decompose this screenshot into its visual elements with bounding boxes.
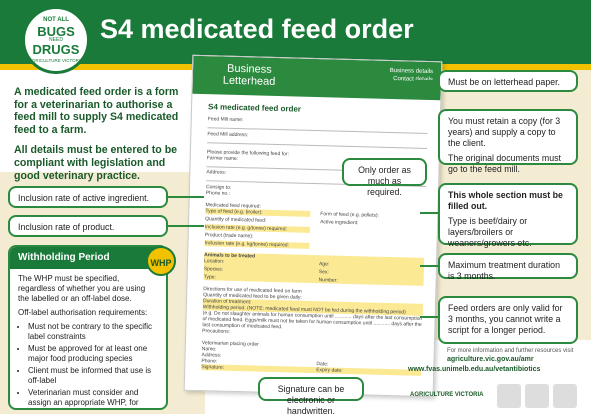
url-fvas[interactable]: www.fvas.unimelb.edu.au/vetantibiotics bbox=[408, 366, 541, 373]
field-inclusion-rate-2: Inclusion rate (e.g. kg/tonne) required: bbox=[204, 239, 310, 249]
callout-section-body: Type is beef/dairy or layers/broilers or… bbox=[448, 216, 532, 248]
letterhead-title: Business Letterhead bbox=[223, 63, 276, 88]
animals-grid: Location: Age: Species: Sex: Type: Numbe… bbox=[204, 258, 425, 286]
med-feed-grid: Type of feed (e.g. broiler): Form of fee… bbox=[204, 207, 425, 252]
whp-badge: WHP bbox=[146, 246, 176, 276]
sample-order-form: Business Letterhead Business details Con… bbox=[183, 54, 443, 398]
connector-line bbox=[420, 212, 438, 214]
whp-paragraph-1: The WHP must be specified, regardless of… bbox=[18, 274, 146, 303]
logo-line-1: NOT ALL bbox=[43, 17, 69, 23]
intro-text: A medicated feed order is a form for a v… bbox=[14, 86, 184, 190]
callout-validity: Feed orders are only valid for 3 months,… bbox=[438, 296, 578, 344]
callout-inclusion-active: Inclusion rate of active ingredient. bbox=[8, 186, 168, 208]
intro-paragraph-2: All details must be entered to be compli… bbox=[14, 144, 178, 182]
ncas-logo bbox=[553, 384, 577, 408]
whp-title: Withholding Period bbox=[10, 247, 166, 269]
connector-line bbox=[416, 80, 438, 82]
field-number: Number: bbox=[318, 276, 338, 284]
form-body: Feed Mill name: Feed Mill address: Pleas… bbox=[201, 116, 428, 376]
callout-section: This whole section must be filled out. T… bbox=[438, 183, 578, 248]
form-letterhead: Business Letterhead Business details Con… bbox=[192, 55, 442, 101]
whp-bullet: Veterinarian must consider and assign an… bbox=[28, 388, 158, 408]
whp-bullet: Must be approved for at least one major … bbox=[28, 344, 158, 364]
header-band bbox=[0, 0, 591, 64]
url-agriculture[interactable]: agriculture.vic.gov.au/amr bbox=[447, 356, 534, 363]
callout-copy: You must retain a copy (for 3 years) and… bbox=[448, 116, 561, 148]
callout-original: The original documents must go to the fe… bbox=[448, 153, 561, 174]
logo-line-4: DRUGS bbox=[32, 42, 80, 57]
more-info-text: For more information and further resourc… bbox=[447, 348, 574, 354]
page-title: S4 medicated feed order bbox=[100, 14, 414, 44]
connector-line bbox=[420, 265, 438, 267]
animals-section: Animals to be treated Location: Age: Spe… bbox=[203, 251, 425, 286]
whp-paragraph-2: Off-label authorisation requirements: bbox=[18, 308, 148, 317]
callout-copy-original: You must retain a copy (for 3 years) and… bbox=[438, 109, 578, 174]
whp-bullet-list: Must not be contrary to the specific lab… bbox=[28, 322, 158, 408]
intro-paragraph-1: A medicated feed order is a form for a v… bbox=[14, 86, 179, 136]
apvma-logo bbox=[525, 384, 549, 408]
callout-letterhead: Must be on letterhead paper. bbox=[438, 70, 578, 92]
whp-body: The WHP must be specified, regardless of… bbox=[10, 269, 166, 408]
letterhead-line-2: Letterhead bbox=[222, 74, 276, 88]
callout-signature: Signature can be electronic or handwritt… bbox=[258, 377, 364, 416]
logo-line-5: AGRICULTURE VICTORIA bbox=[28, 58, 84, 63]
callout-only-order: Only order as much as required. bbox=[342, 158, 427, 197]
whp-bullet: Client must be informed that use is off-… bbox=[28, 366, 158, 386]
withholding-period-box: Withholding Period The WHP must be speci… bbox=[8, 245, 168, 410]
whp-bullet: Must not be contrary to the specific lab… bbox=[28, 322, 158, 342]
callout-section-title: This whole section must be filled out. bbox=[448, 190, 563, 211]
connector-line bbox=[168, 196, 204, 198]
callout-max-treatment: Maximum treatment duration is 3 months. bbox=[438, 253, 578, 281]
agriculture-victoria-logo: AGRICULTURE VICTORIA bbox=[410, 392, 484, 398]
connector-line bbox=[420, 316, 438, 318]
logo-line-3: NEED bbox=[49, 37, 63, 43]
logo-line-2: BUGS bbox=[37, 24, 75, 39]
connector-line bbox=[168, 225, 204, 227]
footer-logos: AGRICULTURE VICTORIA bbox=[405, 380, 585, 414]
bugs-drugs-logo: NOT ALL BUGS NEED DRUGS AGRICULTURE VICT… bbox=[22, 6, 90, 74]
university-logo bbox=[497, 384, 521, 408]
callout-inclusion-product: Inclusion rate of product. bbox=[8, 215, 168, 237]
form-title: S4 medicated feed order bbox=[207, 102, 302, 114]
field-type: Type: bbox=[203, 273, 216, 280]
